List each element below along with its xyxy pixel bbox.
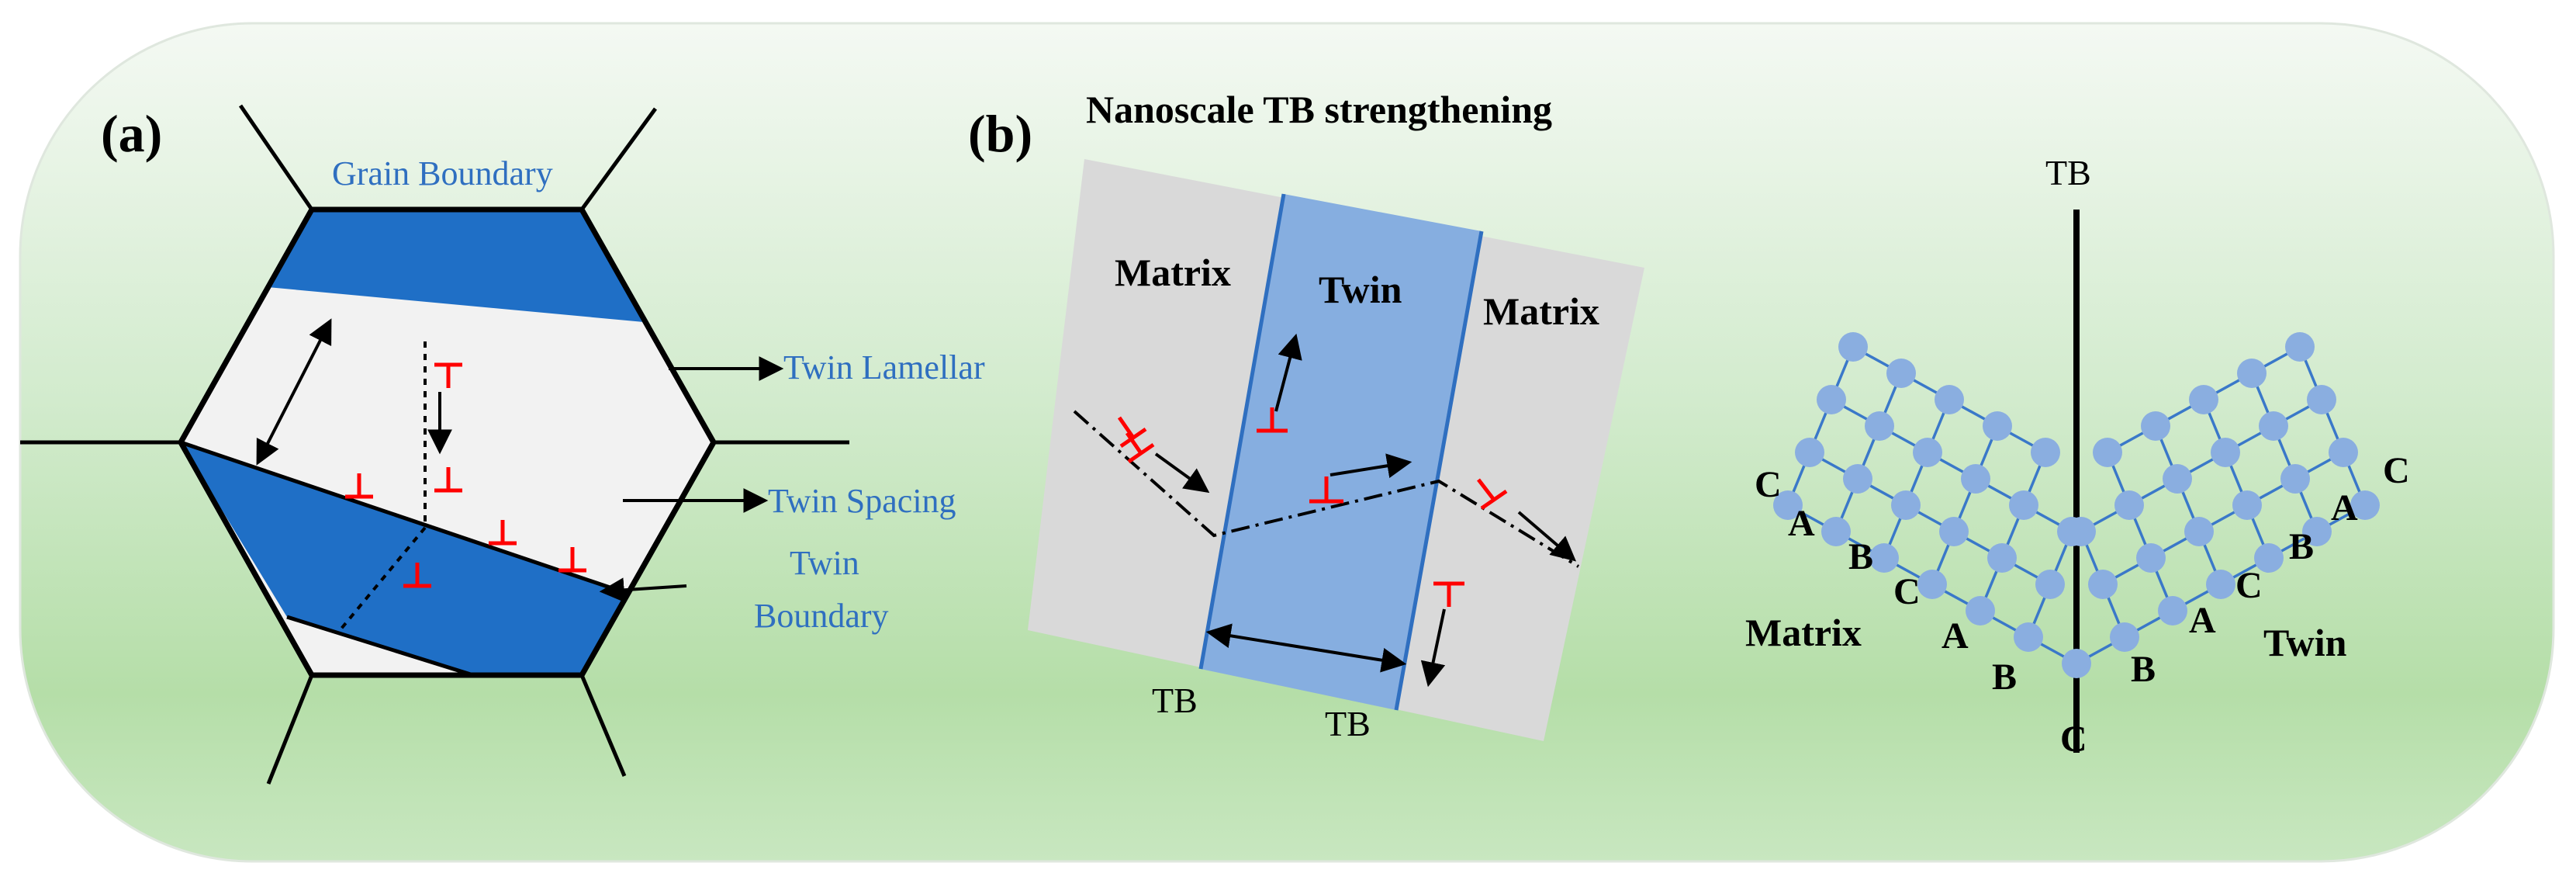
- lattice-atom: [2350, 490, 2380, 520]
- twin-lamella-upper: [268, 210, 644, 322]
- left-stack-letter-5: A: [1942, 615, 1969, 657]
- left-stack-letter-6: B: [1992, 657, 2017, 698]
- panel-a: (a): [20, 104, 985, 785]
- lattice-atom: [2066, 517, 2096, 546]
- right-stack-letter-6: B: [2131, 649, 2156, 690]
- lattice-atom: [2035, 570, 2065, 599]
- lattice-atom: [2280, 464, 2310, 494]
- lattice-atom: [2211, 438, 2240, 467]
- lattice-atom: [2232, 490, 2262, 520]
- right-stack-letter-1: C: [2383, 450, 2410, 491]
- lattice-atom: [1987, 543, 2017, 573]
- panel-b: (b) Nanoscale TB strengthening Ma: [968, 88, 1644, 743]
- lattice-atom: [1891, 490, 1921, 520]
- left-stack-letter-2: A: [1788, 503, 1815, 544]
- lattice-matrix-label: Matrix: [1745, 611, 1862, 654]
- grain-boundary-label: Grain Boundary: [332, 154, 553, 192]
- right-stack-letter-3: B: [2289, 526, 2314, 567]
- lattice-atom: [1865, 411, 1894, 441]
- lattice-atom: [2158, 596, 2187, 625]
- lattice-atom: [2329, 438, 2358, 467]
- lattice-atom: [2110, 622, 2139, 652]
- lattice-tb-label: TB: [2045, 153, 2091, 192]
- left-stack-letter-3: B: [1848, 536, 1873, 577]
- lattice-atom: [1838, 332, 1868, 362]
- tb-right-label: TB: [1325, 704, 1371, 743]
- lattice-atom: [2184, 517, 2214, 546]
- twin-boundary-label-line1: Twin: [790, 544, 859, 582]
- dislocations-b: [1117, 407, 1508, 607]
- lattice-atom: [2031, 438, 2060, 467]
- lattice-bottom-letter: C: [2060, 719, 2087, 760]
- twin-lamellar-label: Twin Lamellar: [783, 348, 985, 386]
- lattice-atom: [1869, 543, 1899, 573]
- dislocations-a: [345, 362, 586, 588]
- lattice-atom: [1913, 438, 1942, 467]
- lattice-atom: [2206, 570, 2235, 599]
- twin-label: Twin: [1319, 268, 1402, 311]
- lattice-atom: [2141, 411, 2170, 441]
- right-stack-letter-4: C: [2235, 565, 2263, 606]
- lattice-atom: [2114, 490, 2144, 520]
- lattice-atoms: [1773, 332, 2380, 678]
- lattice-atom: [2093, 438, 2122, 467]
- lattice-atom: [1917, 570, 1947, 599]
- right-stack-letter-5: A: [2189, 600, 2216, 641]
- left-stack-letter-1: C: [1755, 464, 1782, 505]
- tb-left-label: TB: [1152, 681, 1198, 720]
- left-stack-letter-4: C: [1893, 571, 1921, 612]
- lattice-atom: [1795, 438, 1824, 467]
- lattice-panel: TB Matrix Twin C C A B C A B C A B C A B: [1745, 153, 2410, 760]
- lattice-atom: [1821, 517, 1851, 546]
- right-stacking-sequence: C A B C A B: [2131, 450, 2410, 690]
- matrix-left-label: Matrix: [1115, 251, 1231, 294]
- lattice-atom: [1939, 517, 1969, 546]
- panel-b-label: (b): [968, 104, 1032, 163]
- lattice-atom: [2302, 517, 2332, 546]
- panel-a-label: (a): [101, 104, 162, 163]
- left-stacking-sequence: C A B C A B: [1755, 464, 2017, 698]
- lattice-atom: [1773, 490, 1803, 520]
- right-stack-letter-2: A: [2331, 487, 2358, 528]
- lattice-atom: [2088, 570, 2118, 599]
- lattice-atom: [2307, 385, 2336, 414]
- lattice-atom: [1961, 464, 1990, 494]
- matrix-right-label: Matrix: [1483, 289, 1599, 333]
- lattice-atom: [2237, 359, 2267, 388]
- twin-band: [1201, 194, 1482, 710]
- lattice-atom: [1966, 596, 1995, 625]
- lattice-atom: [2259, 411, 2288, 441]
- lattice-atom: [1886, 359, 1916, 388]
- lattice-atom: [2014, 622, 2043, 652]
- lattice-atom: [2009, 490, 2038, 520]
- lattice-atom: [2285, 332, 2315, 362]
- lattice-twin-label: Twin: [2263, 621, 2347, 664]
- panel-b-title: Nanoscale TB strengthening: [1086, 88, 1552, 131]
- twin-spacing-arrow: [256, 318, 332, 466]
- slip-trace: [1073, 410, 1580, 568]
- lattice-atom: [2136, 543, 2166, 573]
- lattice-atom: [1935, 385, 1964, 414]
- twin-boundary-label-line2: Boundary: [754, 597, 889, 635]
- lattice-atom: [1817, 385, 1846, 414]
- twin-spacing-label: Twin Spacing: [768, 482, 956, 520]
- lattice-atom: [2163, 464, 2192, 494]
- lattice-atom: [2189, 385, 2218, 414]
- lattice-atom: [1843, 464, 1872, 494]
- grain-boundary-lines: [20, 104, 849, 785]
- lattice-atom: [2254, 543, 2284, 573]
- lattice-atom: [1983, 411, 2012, 441]
- lattice-atom: [2062, 649, 2091, 678]
